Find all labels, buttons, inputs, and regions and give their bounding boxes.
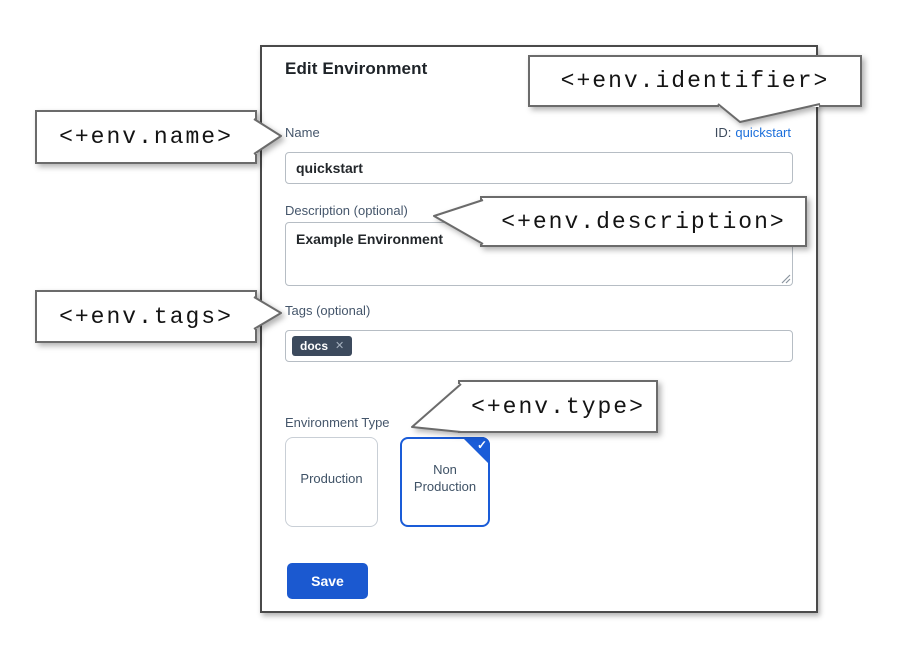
callout-tail bbox=[717, 103, 821, 123]
type-card-production-label: Production bbox=[300, 470, 363, 486]
callout-env-tags: <+env.tags> bbox=[35, 290, 282, 343]
tags-label: Tags (optional) bbox=[285, 303, 371, 318]
textarea-resize-handle[interactable] bbox=[781, 274, 791, 284]
description-label: Description (optional) bbox=[285, 203, 408, 218]
callout-env-description-text: <+env.description> bbox=[501, 208, 786, 235]
type-card-non-production[interactable]: Non Production ✓ bbox=[400, 437, 490, 527]
edit-environment-dialog: Edit Environment Name ID:quickstart Desc… bbox=[260, 45, 818, 613]
callout-env-tags-text: <+env.tags> bbox=[59, 303, 233, 330]
name-label: Name bbox=[285, 125, 320, 140]
callout-env-name: <+env.name> bbox=[35, 110, 282, 164]
tag-remove-icon[interactable]: ✕ bbox=[335, 340, 345, 352]
tag-chip: docs ✕ bbox=[292, 336, 353, 356]
callout-env-type: <+env.type> bbox=[411, 380, 658, 433]
callout-env-description: <+env.description> bbox=[433, 196, 807, 247]
callout-env-identifier: <+env.identifier> bbox=[528, 55, 862, 123]
callout-tail bbox=[253, 296, 282, 330]
tags-input[interactable]: docs ✕ bbox=[285, 330, 793, 362]
save-button[interactable]: Save bbox=[287, 563, 368, 599]
environment-type-options: Production Non Production ✓ bbox=[285, 437, 490, 527]
callout-env-identifier-text: <+env.identifier> bbox=[560, 68, 830, 94]
callout-tail bbox=[253, 118, 282, 155]
check-icon: ✓ bbox=[476, 438, 487, 452]
tag-chip-text: docs bbox=[300, 339, 329, 353]
callout-env-name-text: <+env.name> bbox=[59, 124, 233, 150]
environment-id: ID:quickstart bbox=[715, 125, 791, 140]
type-card-non-production-label: Non Production bbox=[413, 462, 477, 494]
id-label: ID: bbox=[714, 125, 732, 140]
dialog-title: Edit Environment bbox=[285, 59, 428, 78]
callout-env-type-text: <+env.type> bbox=[471, 393, 645, 420]
callout-tail bbox=[433, 199, 484, 245]
id-value-link[interactable]: quickstart bbox=[735, 125, 791, 140]
type-card-production[interactable]: Production bbox=[285, 437, 378, 527]
name-input[interactable] bbox=[285, 152, 793, 184]
environment-type-label: Environment Type bbox=[285, 415, 390, 430]
callout-tail bbox=[411, 383, 462, 433]
